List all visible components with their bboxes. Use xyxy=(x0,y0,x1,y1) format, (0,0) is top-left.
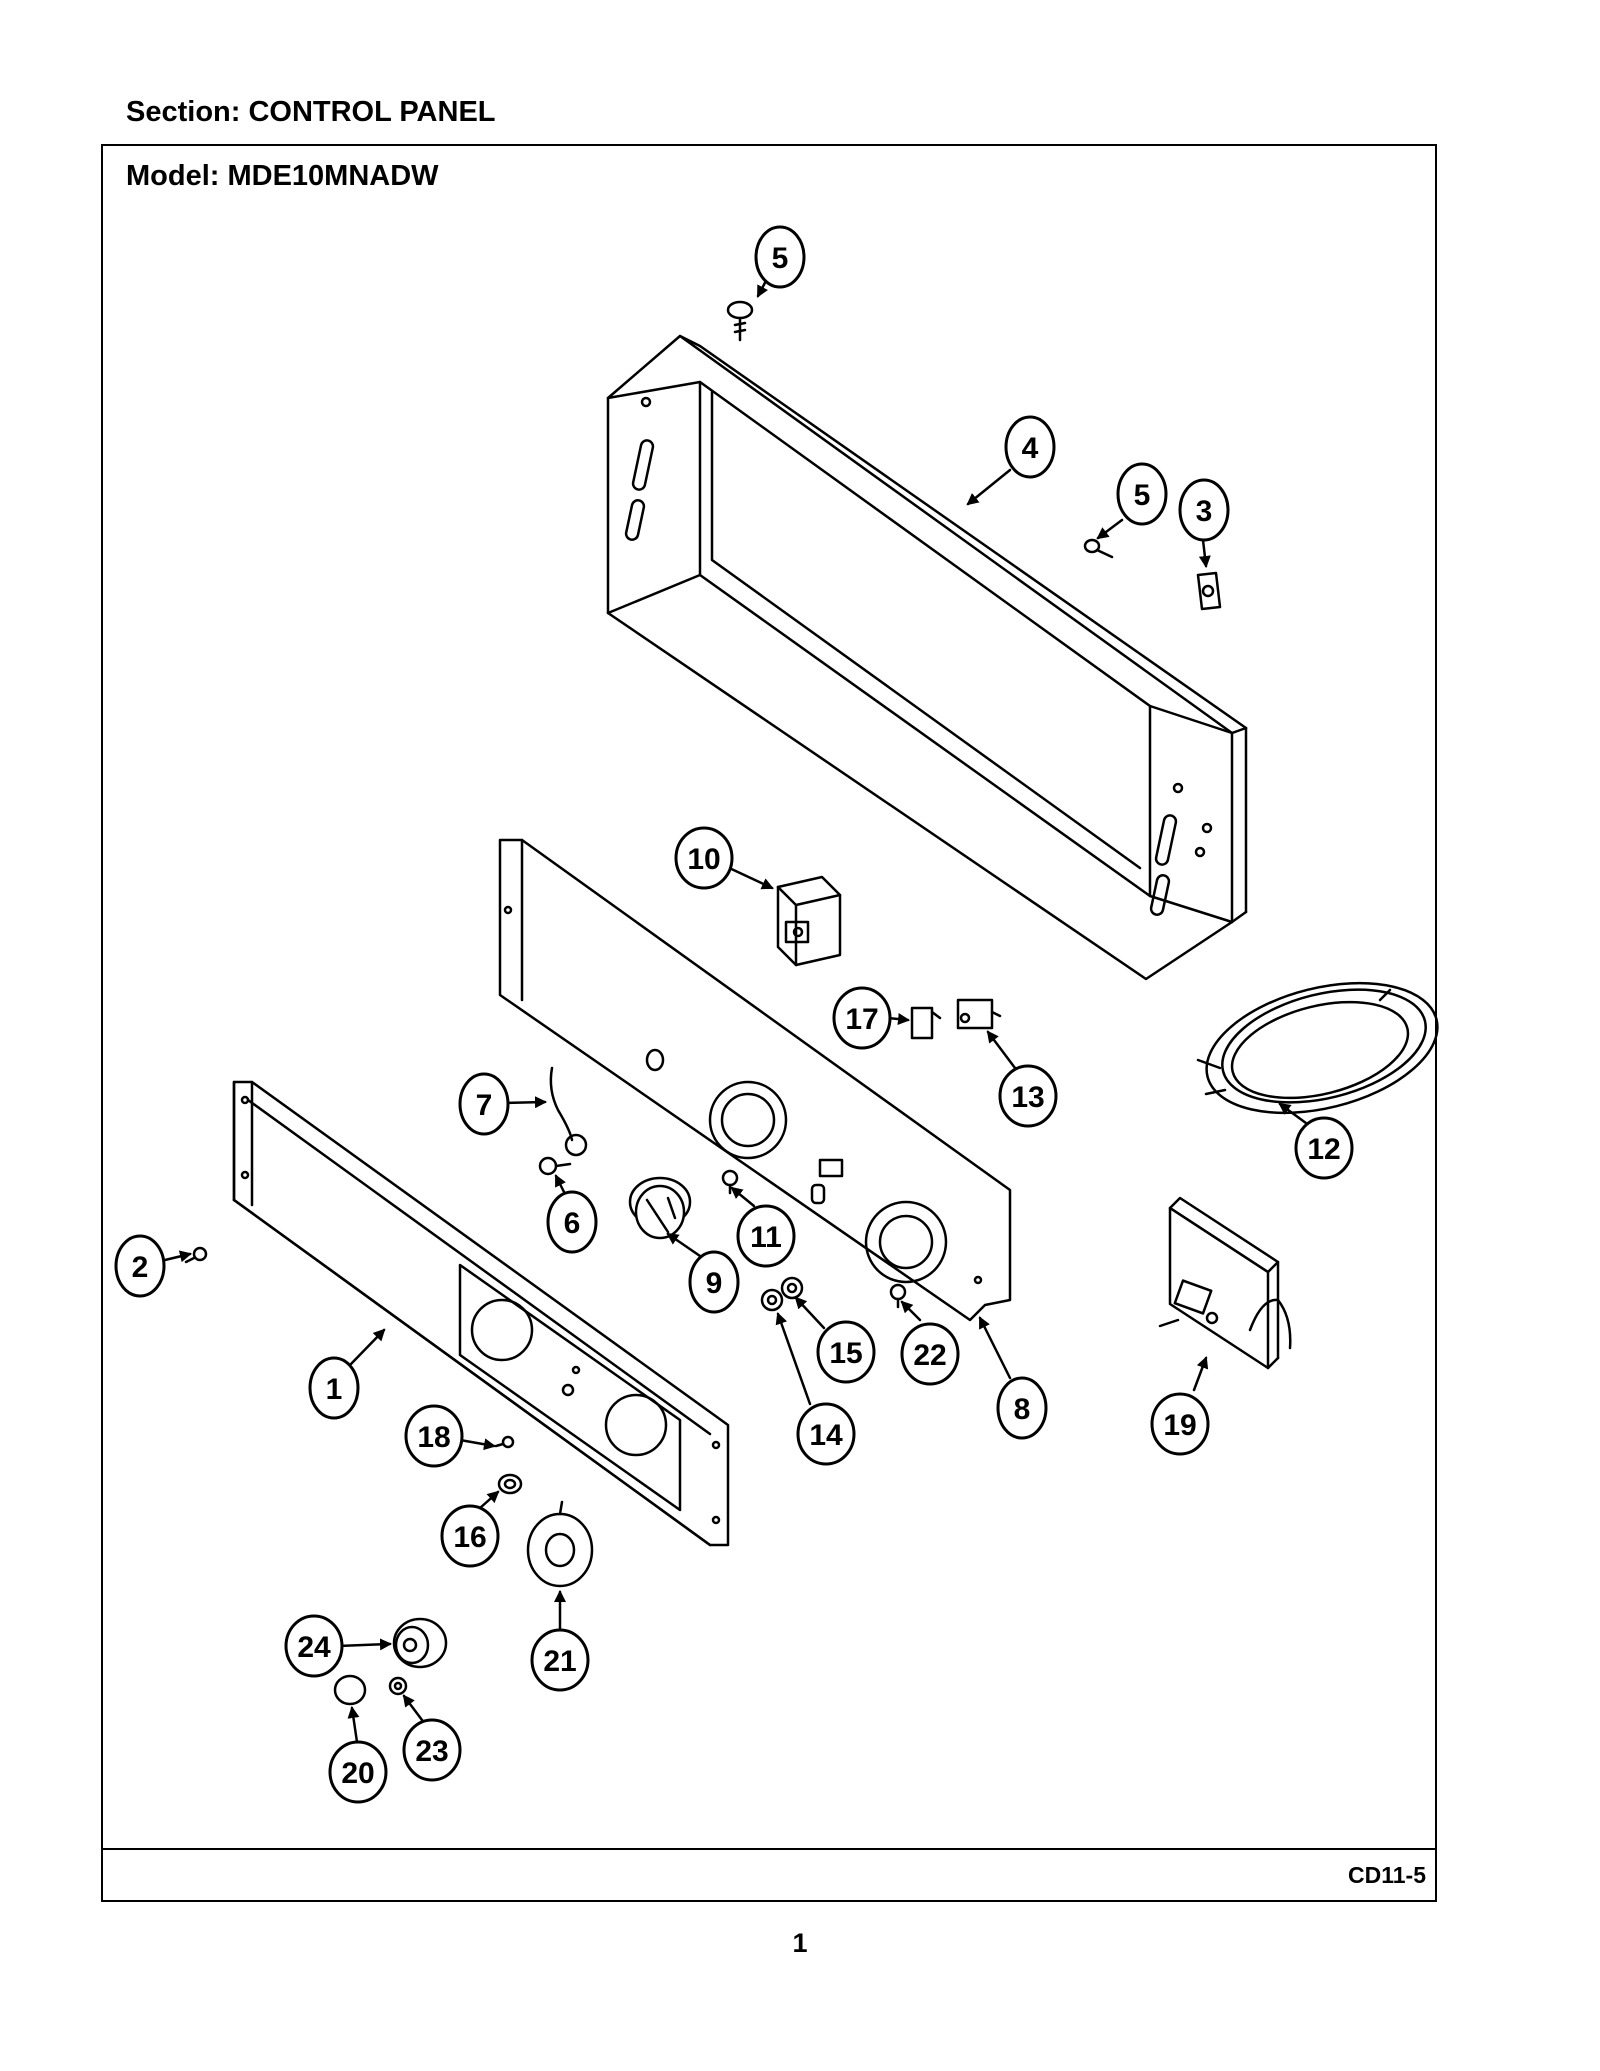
callout-18: 18 xyxy=(404,1404,464,1468)
callout-label: 22 xyxy=(913,1339,946,1372)
callout-24: 24 xyxy=(284,1614,344,1678)
callout-label: 20 xyxy=(341,1757,374,1790)
callout-15: 15 xyxy=(816,1320,876,1384)
callout-23: 23 xyxy=(402,1718,462,1782)
callout-label: 9 xyxy=(706,1267,723,1300)
callout-7: 7 xyxy=(458,1072,510,1136)
callout-label: 21 xyxy=(543,1645,576,1678)
screw-6 xyxy=(538,1156,572,1176)
callout-label: 4 xyxy=(1022,432,1039,465)
screw-side xyxy=(1083,538,1114,559)
wire-harness xyxy=(1196,981,1439,1115)
spring-clip xyxy=(388,1676,408,1696)
knob-cap xyxy=(333,1674,367,1706)
callout-label: 11 xyxy=(750,1221,782,1254)
screw-11 xyxy=(721,1169,739,1195)
callout-9: 9 xyxy=(688,1250,740,1314)
footer-divider xyxy=(101,1848,1437,1850)
switch-block xyxy=(776,875,842,967)
callout-label: 6 xyxy=(564,1207,581,1240)
callout-label: 5 xyxy=(772,242,789,275)
callout-5-top: 5 xyxy=(754,225,806,289)
washer-16 xyxy=(497,1473,523,1495)
nut-14 xyxy=(760,1288,784,1312)
callout-22: 22 xyxy=(900,1322,960,1386)
screw-18 xyxy=(494,1435,515,1449)
callout-3: 3 xyxy=(1178,478,1230,542)
callout-8: 8 xyxy=(996,1376,1048,1440)
callout-label: 3 xyxy=(1196,495,1213,528)
callout-17: 17 xyxy=(832,986,892,1050)
page-number: 1 xyxy=(792,1928,808,1958)
callout-label: 23 xyxy=(415,1735,448,1768)
callout-20: 20 xyxy=(328,1740,388,1804)
callout-label: 8 xyxy=(1014,1393,1031,1426)
callout-label: 7 xyxy=(476,1089,493,1122)
callout-14: 14 xyxy=(796,1402,856,1466)
callout-label: 2 xyxy=(132,1251,149,1284)
front-control-panel xyxy=(232,1080,730,1547)
switch-13 xyxy=(956,998,1002,1030)
callout-label: 24 xyxy=(297,1631,331,1664)
rear-control-panel xyxy=(498,838,1012,1322)
callout-label: 16 xyxy=(453,1521,486,1554)
dial-skirt xyxy=(526,1500,594,1588)
console-housing xyxy=(606,334,1248,981)
switch-17 xyxy=(910,1006,942,1040)
callout-label: 19 xyxy=(1163,1409,1196,1442)
callout-11: 11 xyxy=(736,1204,796,1268)
callout-6: 6 xyxy=(546,1190,598,1254)
callout-label: 13 xyxy=(1011,1081,1044,1114)
callout-16: 16 xyxy=(440,1504,500,1568)
callout-label: 15 xyxy=(829,1337,862,1370)
selector-switch xyxy=(628,1176,692,1240)
screw-22 xyxy=(889,1283,907,1309)
ground-wire xyxy=(549,1066,588,1157)
callout-label: 12 xyxy=(1307,1133,1340,1166)
callout-2: 2 xyxy=(114,1234,166,1298)
callout-21: 21 xyxy=(530,1628,590,1692)
screw-top xyxy=(726,300,754,342)
callout-13: 13 xyxy=(998,1064,1058,1128)
callout-label: 17 xyxy=(845,1003,878,1036)
callout-1: 1 xyxy=(308,1356,360,1420)
control-knob xyxy=(392,1617,448,1669)
section-title: Section: CONTROL PANEL xyxy=(126,96,496,128)
callout-4: 4 xyxy=(1004,415,1056,479)
leader-arrows xyxy=(163,275,1312,1744)
callout-label: 18 xyxy=(417,1421,450,1454)
callout-label: 1 xyxy=(326,1373,343,1406)
callout-12: 12 xyxy=(1294,1116,1354,1180)
clip xyxy=(1196,571,1222,611)
callout-label: 5 xyxy=(1134,479,1151,512)
callout-label: 14 xyxy=(809,1419,843,1452)
callout-19: 19 xyxy=(1150,1392,1210,1456)
washer-15 xyxy=(780,1276,804,1300)
callout-5-side: 5 xyxy=(1116,462,1168,526)
diagram-code: CD11-5 xyxy=(1348,1862,1426,1888)
model-title: Model: MDE10MNADW xyxy=(126,160,439,192)
callout-label: 10 xyxy=(687,843,720,876)
callout-10: 10 xyxy=(674,826,734,890)
timer xyxy=(1158,1196,1292,1370)
